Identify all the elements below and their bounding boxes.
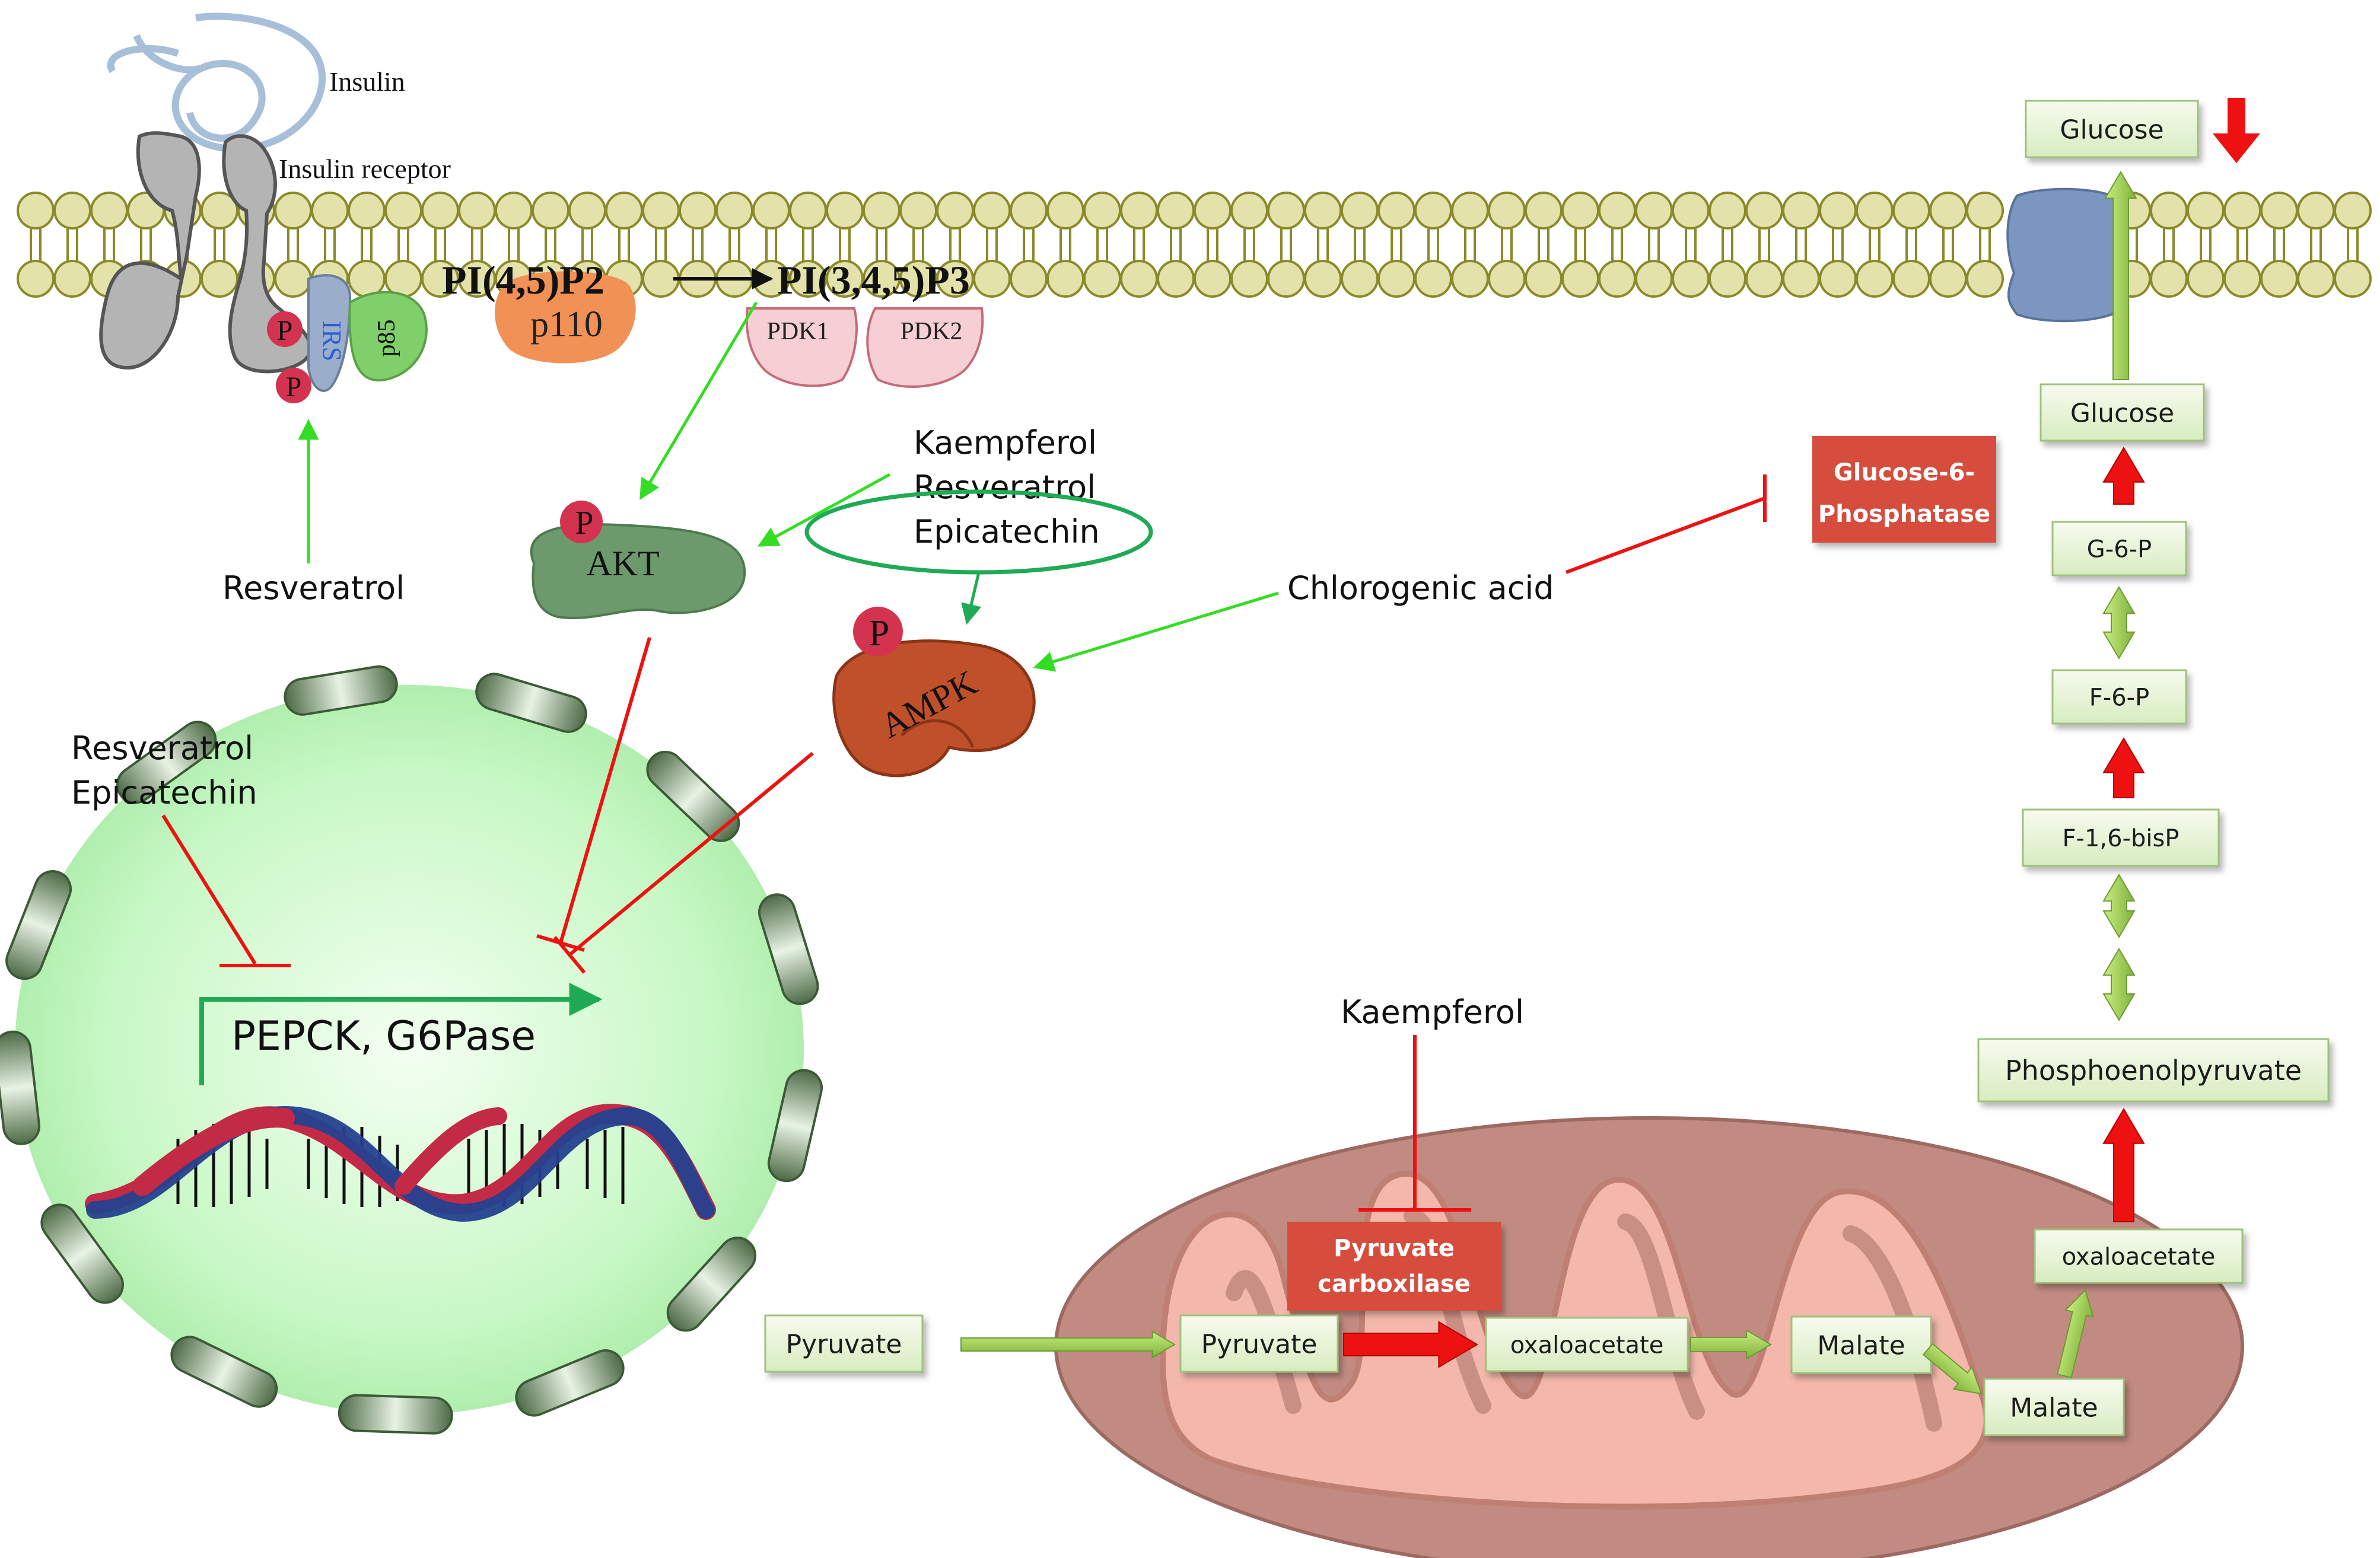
pyruvate-carboxylase-box: Pyruvate carboxilase [1287, 1222, 1501, 1311]
svg-text:Glucose: Glucose [2060, 114, 2163, 145]
oaa-malate-arrow [1690, 1329, 1772, 1360]
svg-text:AKT: AKT [586, 544, 659, 583]
nuclear-envelope-pores [0, 665, 823, 1435]
pip3-label: PI(3,4,5)P3 [777, 257, 970, 302]
pyruvate-cyto-box: Pyruvate [764, 1314, 924, 1373]
svg-text:oxaloacetate: oxaloacetate [1510, 1331, 1664, 1359]
pyruvate-transport-arrow [960, 1330, 1176, 1359]
f16bp-up-arrow [2102, 737, 2145, 798]
f6p-g6p-reversible-arrow [2102, 586, 2136, 659]
glucose-export-arrow [2104, 171, 2137, 380]
insulin-icon [107, 12, 326, 152]
inhibition-arrows [161, 474, 1767, 1212]
oaa-mito-box: oxaloacetate [1485, 1317, 1689, 1372]
insulin-receptor-label: Insulin receptor [279, 154, 451, 184]
f6p-box: F-6-P [2051, 669, 2187, 725]
svg-text:Pyruvate: Pyruvate [786, 1329, 902, 1359]
malate-cyto-box: Malate [1983, 1378, 2125, 1436]
oaa-cyto-box: oxaloacetate [2034, 1228, 2244, 1284]
reversible-arrow-1 [2102, 874, 2136, 938]
svg-text:P: P [277, 315, 293, 346]
glucose-transporter [2006, 187, 2123, 323]
pathway-arrows [960, 171, 2145, 1395]
irs-label: IRS [317, 321, 346, 361]
glucose-6-phosphatase-box: Glucose-6- Phosphatase [1812, 436, 1996, 543]
g6pase-up-arrow [2102, 447, 2145, 505]
phospho-group-2: P [276, 368, 311, 403]
svg-text:Malate: Malate [2010, 1393, 2098, 1423]
insulin-label: Insulin [329, 66, 405, 97]
svg-text:Phosphatase: Phosphatase [1818, 501, 1990, 528]
svg-text:Kaempferol: Kaempferol [914, 424, 1097, 461]
malate-transport-arrow [1922, 1343, 1983, 1395]
target-genes-label: PEPCK, G6Pase [231, 1013, 536, 1060]
chlorogenic-acid-label: Chlorogenic acid [1287, 569, 1554, 607]
akt-protein: AKT P [530, 501, 746, 620]
pip-conversion: PI(4,5)P2 PI(3,4,5)P3 [442, 257, 970, 302]
resveratrol-receptor-label: Resveratrol [222, 569, 405, 607]
svg-text:P: P [575, 505, 593, 541]
pdk1-protein: PDK1 [745, 307, 858, 387]
svg-text:P: P [869, 613, 889, 654]
kaempferol-mito-label: Kaempferol [1341, 993, 1524, 1031]
svg-text:Epicatechin: Epicatechin [914, 513, 1100, 550]
svg-text:Glucose: Glucose [2070, 398, 2174, 428]
svg-text:Resveratrol: Resveratrol [914, 469, 1096, 506]
insulin-receptor-complex: IRS p85 P P Insulin Insulin receptor p11… [99, 12, 636, 403]
pyruvate-mito-box: Pyruvate [1179, 1314, 1339, 1373]
p85-label: p85 [373, 320, 400, 357]
svg-text:Pyruvate: Pyruvate [1334, 1235, 1455, 1262]
svg-text:P: P [286, 371, 302, 403]
epicatechin-ampk-arrow [961, 572, 982, 625]
compound-group-nucleus: Resveratrol Epicatechin [71, 729, 257, 811]
nucleus: PEPCK, G6Pase [0, 665, 823, 1435]
malate-oaa-arrow [2057, 1289, 2095, 1379]
svg-text:carboxilase: carboxilase [1318, 1270, 1471, 1298]
reversible-arrow-2 [2102, 948, 2136, 1021]
svg-text:Glucose-6-: Glucose-6- [1834, 459, 1975, 486]
decrease-arrow-icon [2213, 98, 2260, 163]
svg-text:Epicatechin: Epicatechin [71, 774, 257, 811]
svg-text:Resveratrol: Resveratrol [71, 729, 253, 767]
svg-text:Phosphoenolpyruvate: Phosphoenolpyruvate [2005, 1054, 2302, 1087]
activation-arrows [298, 301, 1279, 672]
p110-subunit: p110 [494, 271, 636, 364]
pep-up-arrow [2102, 1108, 2145, 1222]
pdk2-protein: PDK2 [866, 307, 984, 388]
svg-text:Malate: Malate [1817, 1330, 1905, 1361]
phospho-group-1: P [267, 311, 303, 347]
glucose-out-box: Glucose [2025, 100, 2199, 158]
ampk-protein: AMPK P [832, 607, 1036, 778]
glucose-in-box: Glucose [2039, 383, 2205, 442]
f16bp-box: F-1,6-bisP [2022, 808, 2220, 867]
g6p-box: G-6-P [2051, 521, 2187, 576]
svg-text:Pyruvate: Pyruvate [1201, 1329, 1318, 1359]
cell-membrane [17, 192, 2372, 298]
pep-box: Phosphoenolpyruvate [1977, 1038, 2330, 1103]
svg-text:G-6-P: G-6-P [2087, 536, 2152, 563]
dna-helix-icon [85, 1104, 716, 1222]
svg-text:p110: p110 [530, 304, 603, 345]
pip2-label: PI(4,5)P2 [442, 257, 604, 302]
compound-group-akt: Kaempferol Resveratrol Epicatechin [804, 424, 1153, 575]
svg-text:oxaloacetate: oxaloacetate [2062, 1243, 2216, 1270]
malate-mito-box: Malate [1790, 1315, 1932, 1374]
svg-text:PDK1: PDK1 [766, 318, 829, 345]
pyruvate-carboxylase-arrow [1343, 1321, 1478, 1368]
svg-text:F-6-P: F-6-P [2089, 684, 2149, 711]
svg-text:PDK2: PDK2 [900, 318, 962, 345]
svg-text:F-1,6-bisP: F-1,6-bisP [2063, 825, 2179, 852]
